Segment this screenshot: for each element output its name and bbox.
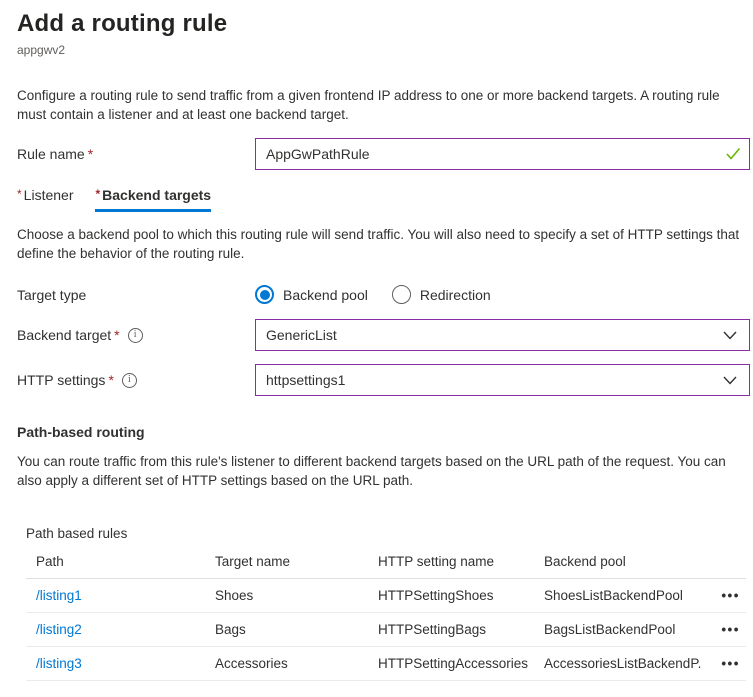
- http-settings-row: HTTP settings* httpsettings1: [17, 364, 750, 396]
- more-options-icon[interactable]: •••: [701, 646, 746, 681]
- required-asterisk: *: [114, 327, 120, 343]
- path-based-routing-heading: Path-based routing: [17, 424, 145, 440]
- backend-target-dropdown[interactable]: GenericList: [255, 319, 750, 351]
- http-setting-name-cell: HTTPSettingBags: [368, 612, 534, 647]
- tab-backend-targets[interactable]: *Backend targets: [95, 187, 212, 212]
- target-name-cell: Shoes: [205, 578, 368, 613]
- target-type-label: Target type: [17, 286, 87, 303]
- radio-redirection-label: Redirection: [419, 286, 491, 303]
- rule-name-label: Rule name*: [17, 146, 94, 162]
- http-settings-label: HTTP settings*: [17, 372, 255, 388]
- radio-backend-pool[interactable]: Backend pool: [255, 285, 368, 304]
- backend-target-label: Backend target*: [17, 327, 255, 343]
- column-header-http-setting-name: HTTP setting name: [368, 548, 534, 579]
- path-based-rules-label: Path based rules: [26, 526, 128, 541]
- radio-redirection[interactable]: Redirection: [391, 285, 491, 304]
- required-asterisk: *: [95, 187, 101, 201]
- path-based-routing-description: You can route traffic from this rule's l…: [17, 454, 726, 488]
- more-options-icon[interactable]: •••: [701, 612, 746, 647]
- radio-selected-icon: [255, 285, 274, 304]
- column-header-target-name: Target name: [205, 548, 368, 579]
- table-row: /listing2 Bags HTTPSettingBags BagsListB…: [26, 612, 746, 647]
- backend-pool-cell: BagsListBackendPool: [534, 612, 701, 647]
- radio-unselected-icon: [391, 285, 411, 304]
- add-routing-rule-pane: Add a routing rule appgwv2 Configure a r…: [0, 0, 753, 681]
- http-setting-name-cell: HTTPSettingAccessories: [368, 646, 534, 681]
- path-link[interactable]: /listing3: [36, 656, 82, 671]
- info-icon[interactable]: [127, 327, 143, 343]
- target-name-cell: Bags: [205, 612, 368, 647]
- column-header-menu: [701, 548, 746, 579]
- required-asterisk: *: [17, 187, 22, 201]
- column-header-backend-pool: Backend pool: [534, 548, 701, 579]
- page-title: Add a routing rule: [17, 10, 228, 37]
- backend-targets-description: Choose a backend pool to which this rout…: [17, 227, 740, 261]
- page-subtitle: appgwv2: [17, 43, 66, 57]
- backend-pool-cell: ShoesListBackendPool: [534, 578, 701, 613]
- backend-target-row: Backend target* GenericList: [17, 319, 750, 351]
- http-setting-name-cell: HTTPSettingShoes: [368, 578, 534, 613]
- required-asterisk: *: [87, 146, 94, 162]
- checkmark-icon: [726, 147, 741, 165]
- path-link[interactable]: /listing1: [36, 588, 82, 603]
- path-based-rules-table: Path Target name HTTP setting name Backe…: [26, 548, 746, 681]
- tab-bar: *Listener *Backend targets: [17, 187, 750, 212]
- http-settings-dropdown[interactable]: httpsettings1: [255, 364, 750, 396]
- http-settings-control: httpsettings1: [255, 364, 750, 396]
- target-type-radio-group: Backend pool Redirection: [255, 285, 491, 304]
- column-header-path: Path: [26, 548, 205, 579]
- backend-target-value: GenericList: [266, 327, 337, 343]
- backend-target-control: GenericList: [255, 319, 750, 351]
- rule-name-row: Rule name*: [17, 138, 750, 170]
- table-row: /listing3 Accessories HTTPSettingAccesso…: [26, 646, 746, 681]
- intro-text: Configure a routing rule to send traffic…: [17, 88, 720, 122]
- target-type-row: Target type Backend pool Redirection: [17, 285, 750, 304]
- rule-name-input[interactable]: [255, 138, 750, 170]
- backend-pool-cell: AccessoriesListBackendP...: [534, 646, 701, 681]
- target-name-cell: Accessories: [205, 646, 368, 681]
- chevron-down-icon: [723, 372, 737, 388]
- path-link[interactable]: /listing2: [36, 622, 82, 637]
- radio-backend-pool-label: Backend pool: [283, 286, 368, 303]
- chevron-down-icon: [723, 327, 737, 343]
- table-row: /listing1 Shoes HTTPSettingShoes ShoesLi…: [26, 578, 746, 613]
- rule-name-control: [255, 138, 750, 170]
- required-asterisk: *: [108, 372, 114, 388]
- more-options-icon[interactable]: •••: [701, 578, 746, 613]
- info-icon[interactable]: [121, 372, 137, 388]
- table-header-row: Path Target name HTTP setting name Backe…: [26, 548, 746, 579]
- http-settings-value: httpsettings1: [266, 372, 346, 388]
- tab-listener[interactable]: *Listener: [17, 187, 74, 203]
